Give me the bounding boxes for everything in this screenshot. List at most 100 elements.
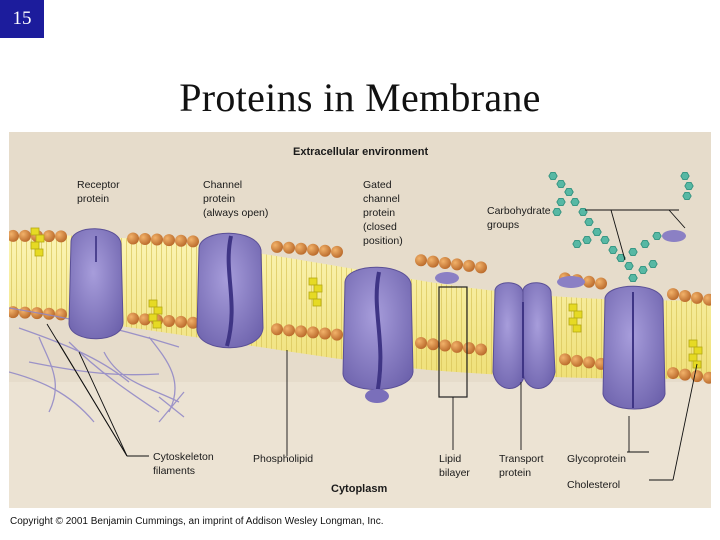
phospholipid-head (127, 312, 139, 325)
label-transport-protein: Transport protein (499, 453, 544, 479)
phospholipid-head (319, 327, 331, 340)
phospholipid-head (319, 244, 331, 257)
phospholipid-head (331, 328, 343, 341)
phospholipid-head (163, 315, 175, 328)
phospholipid-head (475, 343, 487, 356)
phospholipid-head (595, 277, 607, 290)
phospholipid-head (9, 229, 19, 242)
label-receptor-protein: Receptor protein (77, 179, 120, 205)
phospholipid-head (679, 368, 691, 381)
glycoprotein (602, 285, 666, 410)
phospholipid-head (43, 230, 55, 243)
svg-text:Channel: Channel (203, 179, 242, 191)
sugar-unit (600, 236, 610, 244)
sugar-unit (648, 259, 658, 269)
svg-text:groups: groups (487, 219, 519, 231)
phospholipid-head (127, 232, 139, 245)
phospholipid-head (271, 323, 283, 336)
phospholipid-head (415, 336, 427, 349)
sugar-unit (584, 218, 594, 226)
phospholipid-head (703, 371, 711, 384)
sugar-unit (548, 172, 558, 180)
phospholipid-head (283, 324, 295, 337)
phospholipid-head (187, 235, 199, 248)
phospholipid-head (691, 291, 703, 304)
phospholipid-head (451, 258, 463, 271)
channel-protein (196, 232, 264, 349)
svg-text:Carbohydrate: Carbohydrate (487, 205, 551, 217)
peripheral-proteins (435, 230, 686, 288)
label-channel-protein: Channel protein (always open) (203, 179, 268, 219)
membrane-diagram: Extracellular environment Cytoplasm Rece… (9, 132, 711, 508)
phospholipid-head (151, 233, 163, 246)
label-cytoskeleton-filaments: Cytoskeleton filaments (153, 451, 214, 477)
phospholipid-head (163, 234, 175, 247)
phospholipid-head (463, 342, 475, 355)
phospholipid-head (451, 340, 463, 353)
phospholipid-head (175, 234, 187, 247)
phospholipid-head (559, 353, 571, 366)
phospholipid-head (55, 230, 67, 243)
sugar-unit (556, 180, 566, 188)
svg-text:(closed: (closed (363, 221, 397, 233)
gated-channel-protein (342, 266, 414, 403)
svg-text:protein: protein (499, 467, 531, 479)
phospholipid-head (43, 307, 55, 320)
svg-text:channel: channel (363, 193, 400, 205)
cytoplasm-background (9, 382, 711, 508)
svg-text:protein: protein (203, 193, 235, 205)
sugar-unit (680, 172, 690, 180)
phospholipid-head (571, 354, 583, 367)
phospholipid-head (583, 356, 595, 369)
phospholipid-heads-lower (9, 306, 711, 384)
sugar-unit (628, 248, 638, 256)
svg-text:protein: protein (77, 193, 109, 205)
phospholipid-head (439, 339, 451, 352)
svg-text:bilayer: bilayer (439, 467, 470, 479)
phospholipid-head (427, 338, 439, 351)
svg-text:Transport: Transport (499, 453, 544, 465)
phospholipid-head (295, 242, 307, 255)
sugar-unit (556, 198, 566, 206)
svg-text:Gated: Gated (363, 179, 392, 191)
sugar-unit (640, 240, 650, 248)
sugar-unit (552, 208, 562, 216)
phospholipid-head (307, 326, 319, 339)
sugar-unit (592, 228, 602, 236)
sugar-unit (684, 182, 694, 190)
copyright-notice: Copyright © 2001 Benjamin Cummings, an i… (10, 516, 384, 527)
slide-number: 15 (0, 0, 44, 38)
cholesterol-molecules (30, 227, 703, 369)
sugar-unit (578, 208, 588, 216)
svg-text:Cytoskeleton: Cytoskeleton (153, 451, 214, 463)
slide-title: Proteins in Membrane (179, 75, 541, 120)
carbohydrate-groups (548, 172, 694, 283)
phospholipid-head (295, 325, 307, 338)
phospholipid-head (283, 241, 295, 254)
phospholipid-head (427, 255, 439, 268)
phospholipid-head (331, 245, 343, 258)
phospholipid-head (139, 313, 151, 326)
phospholipid-head (139, 233, 151, 246)
phospholipid-head (463, 259, 475, 272)
phospholipid-head (307, 243, 319, 256)
sugar-unit (564, 188, 574, 196)
phospholipid-head (583, 275, 595, 288)
phospholipid-head (439, 257, 451, 270)
label-carbohydrate-groups: Carbohydrate groups (487, 205, 551, 231)
sugar-unit (652, 232, 662, 240)
region-label-cytoplasm: Cytoplasm (331, 483, 387, 495)
svg-text:Lipid: Lipid (439, 453, 461, 465)
svg-text:filaments: filaments (153, 465, 195, 477)
phospholipid-head (187, 316, 199, 329)
receptor-protein (68, 228, 124, 340)
svg-text:protein: protein (363, 207, 395, 219)
sugar-unit (608, 246, 618, 254)
phospholipid-head (667, 288, 679, 301)
sugar-unit (628, 273, 638, 283)
phospholipid-head (679, 290, 691, 303)
label-cholesterol: Cholesterol (567, 479, 620, 491)
sugar-unit (572, 240, 582, 248)
label-phospholipid: Phospholipid (253, 453, 313, 465)
svg-text:position): position) (363, 235, 403, 247)
